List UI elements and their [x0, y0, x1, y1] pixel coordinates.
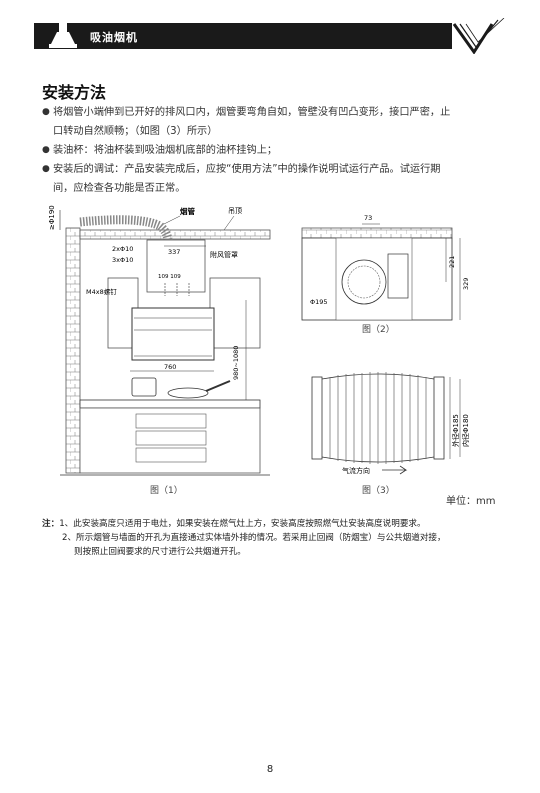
ceiling-top — [301, 227, 453, 239]
page-number: 8 — [266, 764, 274, 775]
header-title: 吸油烟机 — [90, 31, 138, 44]
list-item: 将烟管小端伸到已开好的排风口内，烟管要弯角自如，管壁没有凹凸变形，接口严密，止 … — [42, 103, 502, 141]
figure-1-caption: 图（1） — [150, 486, 183, 496]
note-prefix: 注： — [42, 519, 60, 529]
dim-329: 329 — [462, 278, 470, 290]
note-item: 2、所示烟管与墙面的开孔为直接通过实体墙外排的情况。若采用止回阀（防烟宝）与公共… — [42, 531, 502, 559]
wall — [65, 227, 81, 474]
figure-2-caption: 图（2） — [362, 325, 395, 335]
dim-109: 109 109 — [158, 274, 181, 280]
list-item: 安装后的调试：产品安装完成后，应按“使用方法”中的操作说明试运行产品。试运行期 … — [42, 160, 502, 198]
hole-label-a: 2xΦ10 — [112, 245, 133, 253]
note-text: 2、所示烟管与墙面的开孔为直接通过实体墙外排的情况。若采用止回阀（防烟宝）与公共… — [62, 533, 446, 543]
inner-diameter-label: 内径Φ180 — [461, 414, 470, 447]
airflow-label: 气流方向 — [342, 466, 370, 475]
pipe-label: 烟管 — [180, 206, 195, 216]
figure-2-top-view: 73 221 329 Φ195 — [301, 214, 470, 321]
dim-73: 73 — [364, 214, 372, 222]
pan — [167, 387, 209, 399]
unit-label: 单位：mm — [446, 496, 496, 507]
airflow-arrow-icon — [382, 465, 408, 475]
dim-195: Φ195 — [310, 298, 328, 306]
range-hood — [131, 307, 215, 361]
pipe-ribs — [329, 372, 427, 464]
upper-cabinet-right — [209, 277, 261, 349]
screw-label: M4x8螺钉 — [86, 287, 117, 296]
list-item: 装油杯：将油杯装到吸油烟机底部的油杯挂钩上； — [42, 141, 502, 160]
list-item-line: 安装后的调试：产品安装完成后，应按“使用方法”中的操作说明试运行产品。试运行期 — [53, 164, 441, 175]
brand-v-logo — [452, 18, 505, 54]
ceiling-label: 吊顶 — [228, 207, 242, 215]
dim-337: 337 — [168, 248, 180, 256]
ceiling — [79, 229, 271, 240]
note-text: 1、此安装高度只适用于电灶，如果安装在燃气灶上方，安装高度按照燃气灶安装高度说明… — [59, 519, 426, 529]
figure-3-flex-pipe: 外径Φ185 内径Φ180 气流方向 — [311, 372, 470, 475]
pipe-diameter-label: ≥Φ190 — [48, 205, 56, 230]
dim-760: 760 — [164, 363, 176, 371]
list-item-line: 间，应检查各功能是否正常。 — [53, 183, 186, 194]
header-bar — [34, 23, 452, 49]
dim-221: 221 — [448, 256, 456, 268]
notes: 注：1、此安装高度只适用于电灶，如果安装在燃气灶上方，安装高度按照燃气灶安装高度… — [42, 517, 502, 559]
flex-pipe — [79, 215, 173, 249]
page-header: 吸油烟机 — [0, 0, 540, 60]
list-item-line: 口转动自然顺畅；（如图（3）所示） — [53, 126, 218, 137]
dim-height: 980~1080 — [232, 346, 240, 380]
instruction-list: 将烟管小端伸到已开好的排风口内，烟管要弯角自如，管壁没有凹凸变形，接口严密，止 … — [42, 103, 502, 198]
note-text: 则按照止回阀要求的尺寸进行公共烟道开孔。 — [74, 547, 246, 557]
figure-1-installation-diagram: ≥Φ190 烟管 吊顶 附风管罩 337 2xΦ10 3xΦ10 109 109… — [48, 205, 271, 476]
note-item: 注：1、此安装高度只适用于电灶，如果安装在燃气灶上方，安装高度按照燃气灶安装高度… — [42, 517, 502, 531]
chimney-cover — [146, 239, 206, 293]
list-item-line: 将烟管小端伸到已开好的排风口内，烟管要弯角自如，管壁没有凹凸变形，接口严密，止 — [53, 107, 451, 118]
countertop — [79, 399, 261, 409]
cover-label: 附风管罩 — [210, 250, 238, 259]
hole-label-b: 3xΦ10 — [112, 256, 133, 264]
section-title: 安装方法 — [42, 83, 107, 102]
pot — [131, 377, 157, 397]
pipe-end-left — [311, 376, 323, 460]
outer-diameter-label: 外径Φ185 — [451, 414, 460, 447]
pipe-end-right — [433, 376, 445, 460]
range-hood-icon — [49, 22, 77, 48]
list-item-line: 装油杯：将油杯装到吸油烟机底部的油杯挂钩上； — [53, 145, 278, 156]
figure-3-caption: 图（3） — [362, 486, 395, 496]
